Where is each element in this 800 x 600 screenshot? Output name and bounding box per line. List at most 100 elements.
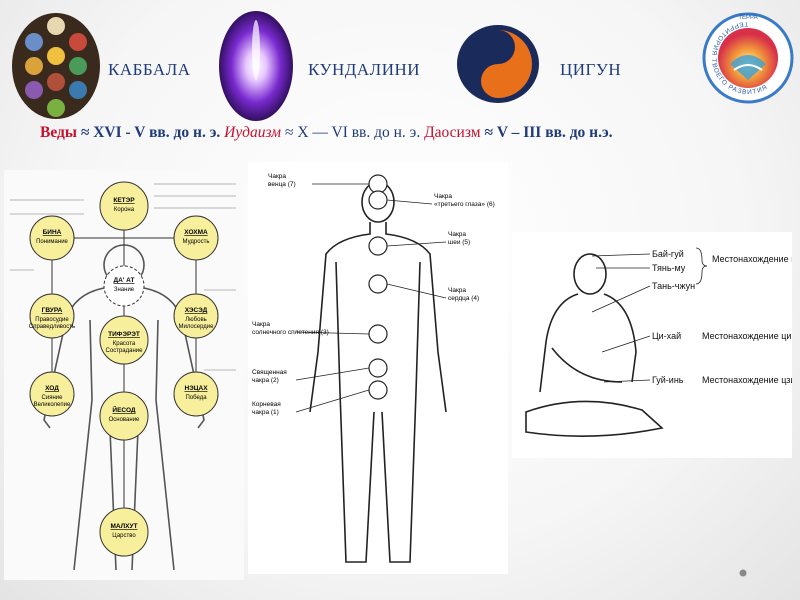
qigong-diagram: Бай-гуй Тянь-му Тань-чжун Местонахождени… <box>512 232 792 458</box>
sephira-name: Основание <box>109 417 140 423</box>
sephira-name: Понимание <box>36 239 68 245</box>
kundalini-image <box>219 11 293 121</box>
sephira-circle <box>103 265 145 307</box>
sephira-title: ХОД <box>45 385 59 392</box>
chakra-circle <box>368 324 388 344</box>
sephira-title: КЕТЭР <box>113 197 135 204</box>
chakra-label: Чакра <box>252 321 270 328</box>
sephira-name: Справедливость <box>29 324 75 330</box>
location-shen: Местонахождение шэнь <box>712 254 792 264</box>
sephira-name: Знание <box>114 287 135 293</box>
chakra-leader-line <box>295 367 370 381</box>
sephira-node: КЕТЭР Корона <box>99 181 149 231</box>
sephira-circle <box>173 215 219 261</box>
sephira-node: МАЛХУТ Царство <box>99 507 149 557</box>
kabbala-image <box>12 13 100 119</box>
chakra-circle <box>368 190 388 210</box>
sephira-name: Сострадание <box>106 348 144 354</box>
chakra-label: Чакра <box>434 193 452 200</box>
chakra-circle <box>368 274 388 294</box>
point-qi-hai: Ци-хай <box>652 331 681 341</box>
sephira-node: ЙЕСОД Основание <box>99 391 149 441</box>
sephira-title: БИНА <box>43 229 62 236</box>
sephira-name: Сияние <box>42 395 64 401</box>
chakra-label: Чакра <box>268 173 286 180</box>
sephira-title: ТИФЭРЭТ <box>108 331 140 338</box>
sephira-node: ХОХМА Мудрость <box>173 215 219 261</box>
sephira-circle <box>99 507 149 557</box>
sephira-name: Победа <box>185 395 207 401</box>
slide-dot <box>739 569 747 577</box>
terra-logo: ТЕРРИТОРИЯ ТВОЕГО РАЗВИТИЯ ТЕРРА <box>702 12 794 104</box>
sephira-title: НЭЦАХ <box>184 385 208 392</box>
chakra-label: чакра (1) <box>252 409 279 416</box>
chakra-leader-line <box>386 283 447 299</box>
sephira-circle <box>29 371 75 417</box>
subtitle-line: Веды ≈ XVI - V вв. до н. э. Иудаизм ≈ X … <box>40 124 780 142</box>
sephira-circle <box>173 293 219 339</box>
taoism-label: Даосизм <box>424 124 481 141</box>
taoism-date: ≈ V – III вв. до н.э. <box>484 124 613 141</box>
chakra-label: сердца (4) <box>448 295 479 302</box>
sephira-name: Мудрость <box>183 239 210 245</box>
chakra-node: Чакра«третьего глаза» (6) <box>368 190 495 210</box>
chakra-circle <box>368 380 388 400</box>
chakra-leader-line <box>386 241 447 247</box>
sephira-circle <box>29 293 75 339</box>
sephira-circle <box>173 371 219 417</box>
sephira-title: МАЛХУТ <box>110 523 137 530</box>
sephira-name: Милосердие <box>179 324 215 330</box>
location-qi: Местонахождение ци <box>702 331 791 341</box>
sephira-name: Любовь <box>185 317 207 323</box>
sephira-name: Царство <box>112 533 136 539</box>
qigong-heading: ЦИГУН <box>560 60 622 79</box>
judaism-date: ≈ X — VI вв. до н. э. <box>284 124 421 141</box>
vedy-date: ≈ XVI - V вв. до н. э. <box>80 124 221 141</box>
point-gui-yin: Гуй-инь <box>652 375 684 385</box>
sephira-node: НЭЦАХ Победа <box>173 371 219 417</box>
kabbala-heading: КАББАЛА <box>108 60 191 79</box>
logo-top-text: ТЕРРА <box>738 15 757 21</box>
judaism-label: Иудаизм <box>224 124 282 141</box>
sephira-circle <box>29 215 75 261</box>
chakra-label: солнечного сплетения (3) <box>252 329 329 336</box>
sephira-name: Великолепие <box>34 402 71 408</box>
point-bai-hui: Бай-гуй <box>652 249 684 259</box>
chakra-circle <box>368 174 388 194</box>
chakra-label: Священная <box>252 369 287 376</box>
sephira-circle <box>99 391 149 441</box>
chakra-leader-line <box>295 331 370 335</box>
sephira-name: Красота <box>113 341 136 347</box>
yin-yang-image <box>457 25 539 103</box>
sephira-circle <box>99 181 149 231</box>
sephira-title: ЙЕСОД <box>112 405 136 414</box>
location-jing: Местонахождение цзин <box>702 375 792 385</box>
chakra-leader-line <box>386 199 433 205</box>
sephira-node: БИНА Понимание <box>29 215 75 261</box>
sephira-title: ГВУРА <box>42 307 63 314</box>
kundalini-heading: КУНДАЛИНИ <box>308 60 421 79</box>
vedy-label: Веды <box>40 124 77 141</box>
chakra-label: «третьего глаза» (6) <box>434 201 495 208</box>
sephira-title: ХОХМА <box>184 229 208 236</box>
sephira-name: Корона <box>114 207 135 213</box>
chakra-circle <box>368 358 388 378</box>
chakra-label: чакра (2) <box>252 377 279 384</box>
chakra-label: Корневая <box>252 401 281 408</box>
sephira-name: Правосудие <box>35 317 69 323</box>
sephira-circle <box>99 315 149 365</box>
point-tan-zhong: Тань-чжун <box>652 281 695 291</box>
